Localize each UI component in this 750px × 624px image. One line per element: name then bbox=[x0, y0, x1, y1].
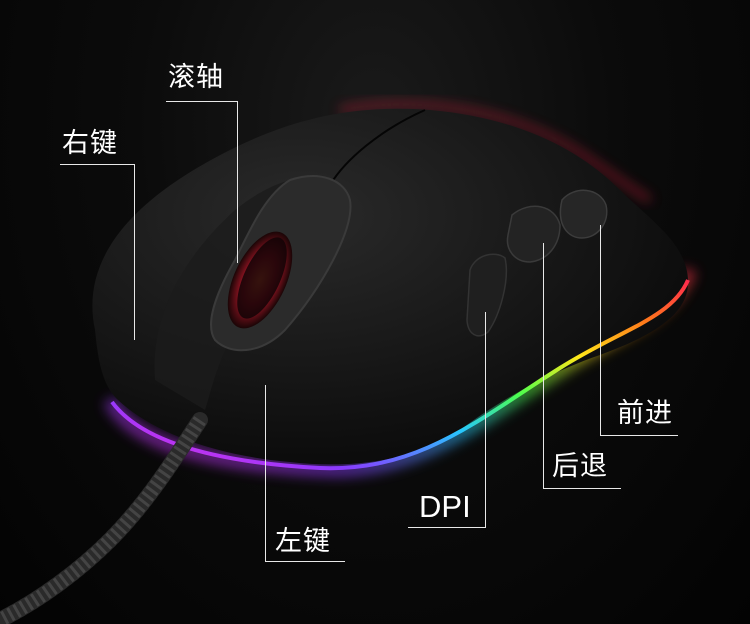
leader-line-scroll-wheel-v bbox=[237, 101, 238, 263]
label-right-button: 右键 bbox=[62, 128, 118, 159]
leader-line-forward-h bbox=[600, 435, 678, 436]
leader-line-scroll-wheel-h bbox=[166, 101, 238, 102]
label-back-button: 后退 bbox=[552, 451, 608, 482]
leader-line-left-button-h bbox=[265, 561, 345, 562]
leader-line-dpi-h bbox=[408, 527, 486, 528]
dpi-side-button[interactable] bbox=[466, 253, 508, 337]
mouse-body bbox=[92, 108, 689, 465]
label-forward-button: 前进 bbox=[617, 398, 673, 429]
label-scroll-wheel: 滚轴 bbox=[168, 62, 224, 93]
top-rim-glow bbox=[339, 101, 652, 203]
leader-line-left-button-v bbox=[265, 385, 266, 562]
label-dpi-button: DPI bbox=[419, 489, 471, 524]
button-split-line bbox=[329, 109, 426, 186]
leader-line-forward-v bbox=[600, 225, 601, 436]
leader-line-right-button-h bbox=[60, 164, 135, 165]
forward-side-button[interactable] bbox=[559, 189, 608, 239]
leader-line-right-button-v bbox=[134, 164, 135, 340]
label-left-button: 左键 bbox=[275, 526, 331, 557]
leader-line-back-v bbox=[543, 243, 544, 489]
back-side-button[interactable] bbox=[506, 205, 561, 263]
leader-line-back-h bbox=[543, 488, 621, 489]
leader-line-dpi-v bbox=[485, 312, 486, 528]
